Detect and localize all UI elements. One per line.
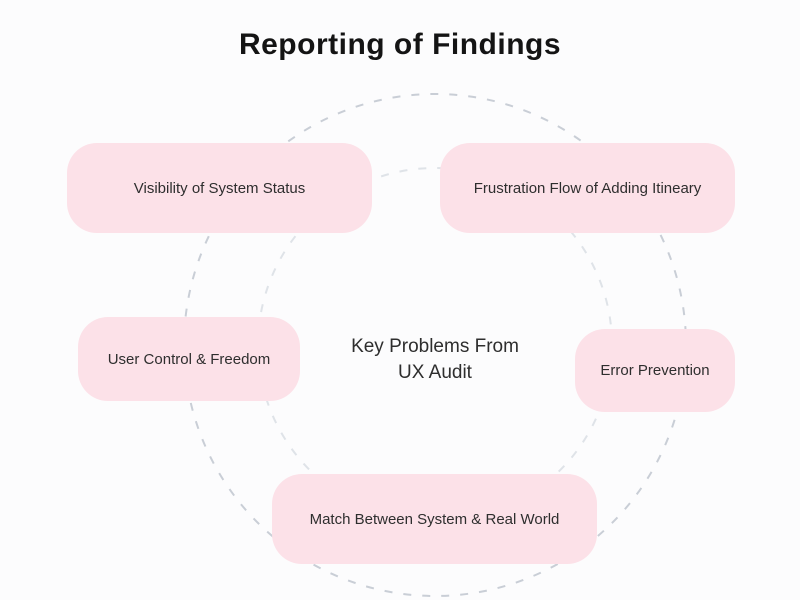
node-label: Visibility of System Status <box>133 179 306 197</box>
center-label-line1: Key Problems From <box>351 336 519 357</box>
node-frustration-flow-adding-itineary: Frustration Flow of Adding Itineary <box>440 143 735 233</box>
node-error-prevention: Error Prevention <box>575 329 735 412</box>
center-label-line2: UX Audit <box>398 361 472 383</box>
node-user-control-freedom: User Control & Freedom <box>78 317 300 401</box>
page-title: Reporting of Findings <box>238 28 562 61</box>
node-label: Error Prevention <box>600 362 710 379</box>
node-label: User Control & Freedom <box>107 350 271 368</box>
node-visibility-of-system-status: Visibility of System Status <box>67 143 372 233</box>
node-match-system-real-world: Match Between System & Real World <box>272 474 597 564</box>
node-label: Match Between System & Real World <box>309 510 560 528</box>
center-label: Key Problems From UX Audit <box>315 334 555 385</box>
node-label: Frustration Flow of Adding Itineary <box>473 179 702 197</box>
